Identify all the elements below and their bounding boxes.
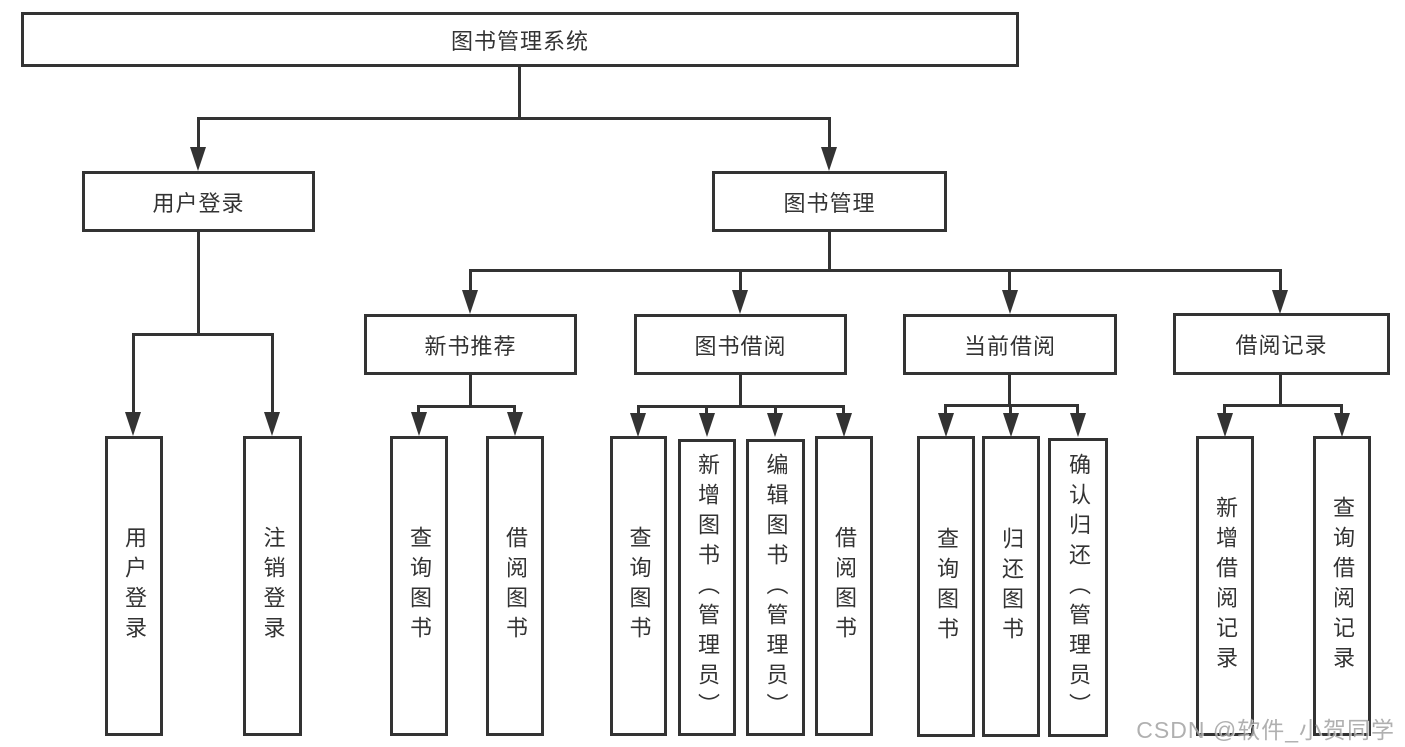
arrow-down-icon: [767, 413, 783, 437]
connector-drop: [1279, 269, 1282, 294]
leaf-borrow-query-book: 查询图书: [610, 436, 667, 736]
leaf-return-book: 归还图书: [982, 436, 1040, 737]
connector-records-rail: [1223, 404, 1343, 407]
connector-drop: [842, 405, 845, 416]
node-label: 查询图书: [626, 526, 652, 646]
leaf-add-book-admin: 新增图书（管理员）: [678, 439, 736, 736]
node-label: 编辑图书（管理员）: [763, 452, 789, 723]
node-label: 查询借阅记录: [1330, 496, 1355, 676]
connector-drop: [513, 405, 516, 416]
node-library-management-system: 图书管理系统: [21, 12, 1019, 67]
arrow-down-icon: [462, 290, 478, 314]
connector-recommend-rail: [417, 405, 516, 408]
node-borrow-records: 借阅记录: [1173, 313, 1390, 375]
arrow-down-icon: [699, 413, 715, 437]
connector-drop: [739, 269, 742, 294]
connector-drop: [1340, 404, 1343, 416]
node-book-management-branch: 图书管理: [712, 171, 947, 232]
arrow-down-icon: [264, 412, 280, 436]
node-book-borrow: 图书借阅: [634, 314, 847, 375]
connector-drop: [1009, 404, 1012, 416]
arrow-down-icon: [190, 147, 206, 171]
leaf-user-login: 用户登录: [105, 436, 163, 736]
node-label: 借阅图书: [832, 526, 857, 646]
node-new-book-recommend: 新书推荐: [364, 314, 577, 375]
arrow-down-icon: [938, 413, 954, 437]
connector-drop: [705, 405, 708, 416]
leaf-recommend-borrow-book: 借阅图书: [486, 436, 544, 736]
node-label: 查询图书: [934, 526, 959, 647]
connector-drop: [271, 333, 274, 416]
connector-drop: [774, 405, 777, 416]
connector-borrow-rail: [637, 405, 845, 408]
node-label: 确认归还（管理员）: [1066, 452, 1091, 723]
connector-drop: [469, 269, 472, 294]
arrow-down-icon: [732, 290, 748, 314]
leaf-edit-book-admin: 编辑图书（管理员）: [746, 439, 805, 736]
node-label: 图书借阅: [694, 333, 787, 359]
connector-mgmt-stem: [828, 232, 831, 272]
node-label: 新书推荐: [424, 333, 517, 359]
leaf-current-query-book: 查询图书: [917, 436, 975, 737]
connector-borrow-stem: [739, 375, 742, 408]
leaf-confirm-return-admin: 确认归还（管理员）: [1048, 438, 1108, 737]
node-label: 图书管理: [783, 190, 876, 216]
connector-drop: [637, 405, 640, 416]
connector-mgmt-rail: [469, 269, 1282, 272]
connector-recommend-stem: [469, 375, 472, 408]
node-label: 新增借阅记录: [1213, 496, 1238, 676]
node-label: 新增图书（管理员）: [695, 452, 720, 723]
connector-drop: [417, 405, 420, 416]
node-label: 查询图书: [407, 526, 432, 646]
connector-user-stem: [197, 232, 200, 336]
node-label: 归还图书: [999, 526, 1024, 647]
connector-drop: [1076, 404, 1079, 416]
connector-drop: [197, 117, 200, 150]
node-label: 用户登录: [122, 526, 147, 646]
arrow-down-icon: [1070, 413, 1086, 437]
connector-root-stem: [518, 67, 521, 119]
arrow-down-icon: [836, 413, 852, 437]
node-label: 借阅记录: [1235, 333, 1328, 358]
connector-user-rail: [132, 333, 274, 336]
arrow-down-icon: [821, 147, 837, 171]
arrow-down-icon: [1217, 413, 1233, 437]
leaf-add-borrow-record: 新增借阅记录: [1196, 436, 1254, 736]
arrow-down-icon: [507, 412, 523, 436]
leaf-query-borrow-record: 查询借阅记录: [1313, 436, 1371, 736]
connector-drop: [944, 404, 947, 416]
connector-current-stem: [1008, 375, 1011, 407]
leaf-logout: 注销登录: [243, 436, 302, 736]
connector-drop: [1223, 404, 1226, 416]
arrow-down-icon: [1002, 290, 1018, 314]
node-label: 注销登录: [260, 526, 286, 646]
connector-drop: [828, 117, 831, 150]
connector-drop: [132, 333, 135, 416]
arrow-down-icon: [1272, 290, 1288, 314]
connector-root-rail: [197, 117, 831, 120]
arrow-down-icon: [125, 412, 141, 436]
leaf-recommend-query-book: 查询图书: [390, 436, 448, 736]
node-user-login-branch: 用户登录: [82, 171, 315, 232]
leaf-borrow-borrow-book: 借阅图书: [815, 436, 873, 736]
node-label: 当前借阅: [963, 333, 1056, 359]
connector-records-stem: [1279, 375, 1282, 407]
node-label: 图书管理系统: [450, 28, 589, 54]
node-label: 借阅图书: [503, 526, 528, 646]
arrow-down-icon: [1334, 413, 1350, 437]
arrow-down-icon: [630, 413, 646, 437]
arrow-down-icon: [1003, 413, 1019, 437]
node-label: 用户登录: [152, 190, 245, 216]
arrow-down-icon: [411, 412, 427, 436]
node-current-borrow: 当前借阅: [903, 314, 1117, 375]
connector-drop: [1008, 269, 1011, 294]
